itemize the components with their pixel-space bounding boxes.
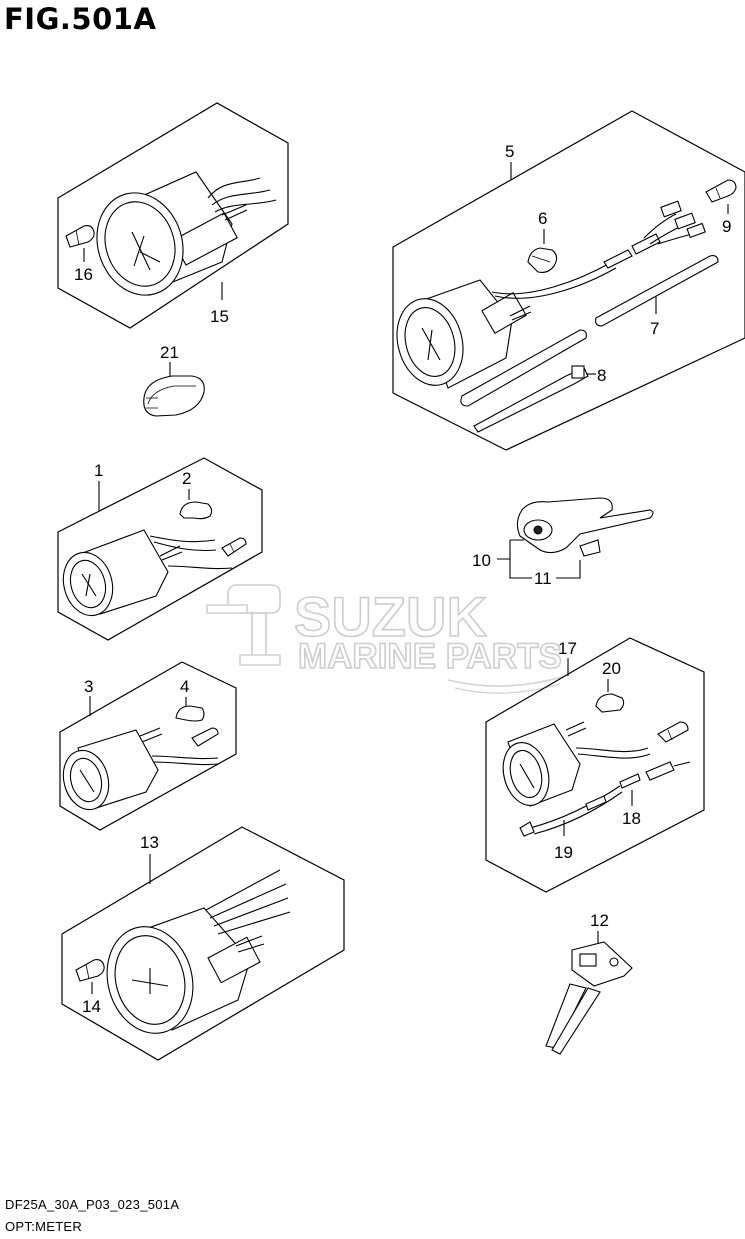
meter-3-gauge bbox=[62, 727, 219, 811]
grommet-21: 21 bbox=[143, 343, 205, 417]
callout-1: 1 bbox=[94, 461, 103, 480]
meter-13-gauge bbox=[106, 869, 291, 1034]
group-box-17: 17 20 bbox=[485, 637, 705, 893]
callout-6: 6 bbox=[538, 209, 547, 228]
meter-5-gauge bbox=[396, 261, 617, 389]
meter-17-gauge bbox=[502, 721, 651, 807]
bulb-4: 4 bbox=[175, 677, 205, 722]
callout-9: 9 bbox=[722, 217, 731, 236]
callout-10: 10 bbox=[472, 551, 491, 570]
sensor-12: 12 bbox=[545, 911, 633, 1055]
callout-13: 13 bbox=[140, 833, 159, 852]
tie-8: 8 bbox=[473, 365, 606, 433]
callout-17: 17 bbox=[558, 639, 577, 658]
figure-code: DF25A_30A_P03_023_501A bbox=[5, 1197, 180, 1212]
bulb-2: 2 bbox=[179, 469, 213, 520]
group-box-13: 13 14 bbox=[61, 826, 345, 1061]
bulb-14: 14 bbox=[75, 959, 105, 1016]
connector-9: 9 bbox=[705, 179, 737, 236]
harness-5 bbox=[603, 200, 706, 269]
group-box-3: 3 4 bbox=[59, 661, 237, 831]
group-box-15: 16 15 bbox=[57, 102, 289, 329]
callout-7: 7 bbox=[650, 319, 659, 338]
tube-7: 7 bbox=[460, 255, 719, 407]
callout-20: 20 bbox=[602, 659, 621, 678]
watermark-line2: MARINE PARTS bbox=[298, 637, 562, 676]
bulb-16 bbox=[65, 225, 95, 248]
callout-18: 18 bbox=[622, 809, 641, 828]
callout-19: 19 bbox=[554, 843, 573, 862]
bulb-20: 20 bbox=[595, 659, 625, 713]
connector-3 bbox=[191, 727, 219, 747]
callout-3: 3 bbox=[84, 677, 93, 696]
callout-14: 14 bbox=[82, 997, 101, 1016]
group-box-1: 1 2 bbox=[57, 457, 263, 641]
connector-17 bbox=[657, 721, 689, 743]
watermark-line1: SUZUK bbox=[294, 585, 487, 648]
figure-subtitle: OPT:METER bbox=[5, 1219, 83, 1234]
watermark-logo-icon bbox=[206, 584, 281, 666]
callout-15: 15 bbox=[210, 307, 229, 326]
bracket-10-11: 10 11 bbox=[472, 497, 654, 588]
harness-18: 18 bbox=[619, 761, 691, 828]
watermark: SUZUK MARINE PARTS bbox=[206, 584, 566, 694]
callout-2: 2 bbox=[182, 469, 191, 488]
group-box-5: 5 6 bbox=[392, 110, 745, 451]
meter-15-gauge bbox=[96, 171, 277, 296]
callout-21: 21 bbox=[160, 343, 179, 362]
callout-11: 11 bbox=[534, 569, 552, 588]
callout-4: 4 bbox=[180, 677, 189, 696]
figure-title: FIG.501A bbox=[4, 2, 157, 36]
callout-12: 12 bbox=[590, 911, 609, 930]
connector-1 bbox=[221, 537, 247, 557]
harness-19: 19 bbox=[519, 785, 623, 862]
callout-5: 5 bbox=[505, 142, 514, 161]
bulb-6: 6 bbox=[527, 209, 558, 273]
callout-16: 16 bbox=[74, 265, 93, 284]
meter-1-gauge bbox=[62, 529, 233, 617]
callout-8: 8 bbox=[597, 366, 606, 385]
